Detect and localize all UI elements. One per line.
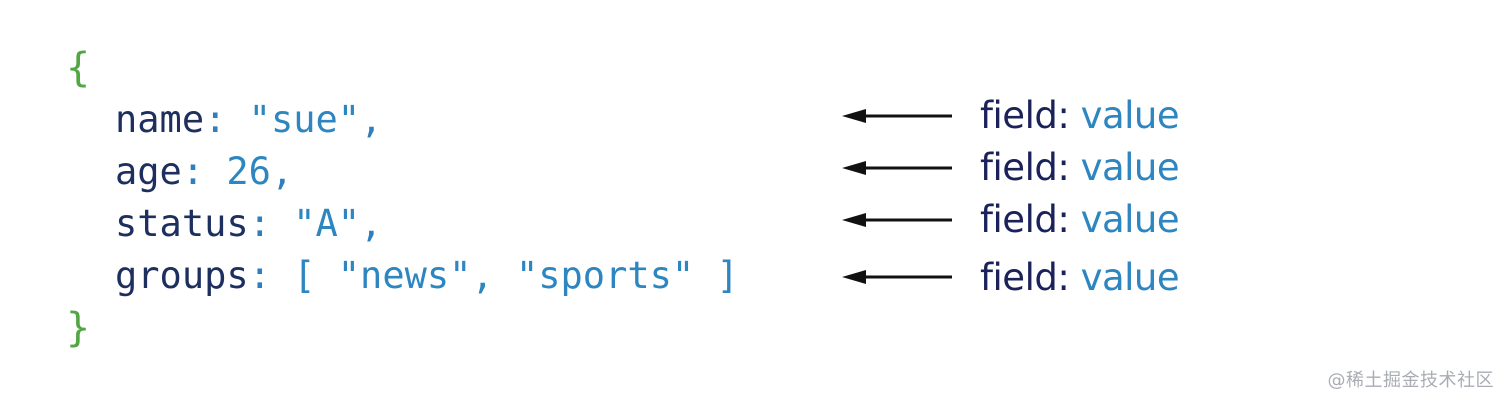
open-brace: {	[66, 45, 91, 91]
field-key: status	[115, 202, 249, 245]
annotation-label: field: value	[980, 146, 1180, 190]
field-value: 26	[226, 150, 271, 193]
field-key: age	[115, 150, 182, 193]
field-key: name	[115, 98, 205, 141]
field-colon: :	[204, 98, 227, 141]
annotation-value: value	[1080, 94, 1180, 137]
field-value: "A"	[293, 202, 361, 245]
code-line-status: status: "A",	[115, 202, 382, 246]
code-line-groups: groups: [ "news", "sports" ]	[115, 254, 739, 298]
annotation-label: field: value	[980, 94, 1180, 138]
annotation-colon: :	[1057, 198, 1070, 241]
annotation-colon: :	[1057, 94, 1070, 137]
left-arrow-icon	[842, 161, 952, 175]
annotation-value: value	[1080, 198, 1180, 241]
annotation-field: field	[980, 146, 1058, 189]
field-key: groups	[115, 254, 249, 297]
field-trail: ,	[360, 98, 383, 141]
code-line-name: name: "sue",	[115, 98, 382, 142]
annotation-field: field	[980, 198, 1058, 241]
field-value: "sue"	[248, 98, 361, 141]
field-trail: ,	[360, 202, 383, 245]
watermark: @稀土掘金技术社区	[1327, 370, 1494, 391]
code-line-age: age: 26,	[115, 150, 293, 194]
annotation-label: field: value	[980, 198, 1180, 242]
field-colon: :	[248, 254, 271, 297]
annotation-field: field	[980, 94, 1058, 137]
field-colon: :	[181, 150, 205, 193]
annotation-value: value	[1080, 146, 1180, 189]
field-trail: ,	[270, 150, 294, 193]
left-arrow-icon	[842, 213, 952, 227]
annotation-label: field: value	[980, 256, 1180, 300]
left-arrow-icon	[842, 270, 952, 284]
annotation-value: value	[1080, 256, 1180, 299]
annotation-field: field	[980, 256, 1058, 299]
annotation-colon: :	[1057, 256, 1070, 299]
annotation-colon: :	[1057, 146, 1070, 189]
close-brace: }	[66, 305, 91, 351]
field-value: [ "news", "sports" ]	[293, 254, 739, 297]
left-arrow-icon	[842, 109, 952, 123]
field-colon: :	[248, 202, 271, 245]
